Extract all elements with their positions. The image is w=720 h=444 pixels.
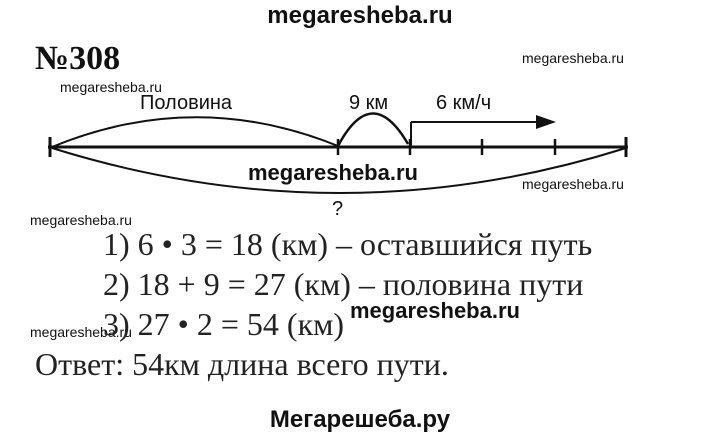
arrowhead-icon: [536, 115, 556, 129]
watermark: megaresheba.ru: [522, 50, 624, 66]
site-header: megaresheba.ru: [267, 2, 453, 29]
problem-number: №308: [35, 40, 121, 77]
total-brace: [51, 147, 627, 194]
site-footer: Мегарешеба.ру: [269, 406, 451, 433]
distance-brace: [336, 112, 410, 147]
watermark: megaresheba.ru: [522, 176, 624, 192]
watermark: megaresheba.ru: [30, 212, 132, 228]
answer-text: Ответ: 54км длина всего пути.: [35, 346, 449, 382]
solution-step-3: 3) 27 • 2 = 54 (км): [103, 306, 345, 342]
watermark: megaresheba.ru: [30, 324, 132, 340]
distance-label: 9 км: [349, 92, 389, 114]
watermark: megaresheba.ru: [60, 79, 162, 95]
speed-label: 6 км/ч: [436, 92, 492, 114]
half-label: Половина: [140, 92, 233, 114]
watermark-large: megaresheba.ru: [350, 298, 520, 323]
solution-step-1: 1) 6 • 3 = 18 (км) – оставшийся путь: [103, 226, 593, 262]
half-brace: [51, 116, 339, 148]
watermark-large: megaresheba.ru: [248, 160, 418, 185]
unknown-label: ?: [332, 198, 344, 220]
solution-step-2: 2) 18 + 9 = 27 (км) – половина пути: [103, 266, 584, 302]
